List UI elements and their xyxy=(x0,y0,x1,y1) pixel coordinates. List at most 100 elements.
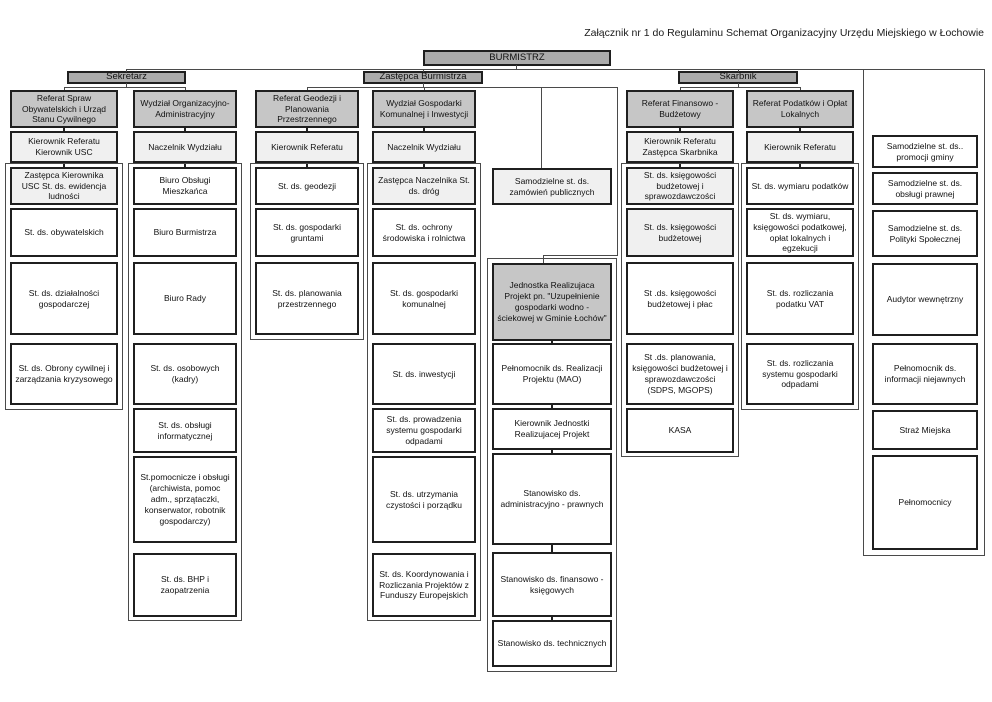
org-node: St. ds. księgowości budżetowej xyxy=(626,208,734,257)
org-node: St. ds. rozliczania podatku VAT xyxy=(746,262,854,335)
org-node: Stanowisko ds. technicznych xyxy=(492,620,612,667)
org-node: Kierownik Referatu xyxy=(746,131,854,163)
connector xyxy=(306,126,308,132)
connector xyxy=(551,448,553,455)
org-node: Naczelnik Wydziału xyxy=(133,131,237,163)
connector xyxy=(551,403,553,410)
org-node: St .ds. planowania, księgowości budżetow… xyxy=(626,343,734,405)
org-node: Kierownik Referatu Kierownik USC xyxy=(10,131,118,163)
org-node: Biuro Rady xyxy=(133,262,237,335)
org-node: St. ds. księgowości budżetowej i sprawoz… xyxy=(626,167,734,205)
connector xyxy=(424,87,425,91)
org-node: St. ds. obsługi informatycznej xyxy=(133,408,237,453)
org-node: Naczelnik Wydziału xyxy=(372,131,476,163)
org-node: Audytor wewnętrzny xyxy=(872,263,978,336)
org-node: Samodzielne st. ds. obsługi prawnej xyxy=(872,172,978,205)
org-node: St. ds. gospodarki komunalnej xyxy=(372,262,476,335)
org-node: St. ds. obywatelskich xyxy=(10,208,118,257)
org-node: St. ds. Koordynowania i Rozliczania Proj… xyxy=(372,553,476,617)
org-node: Pełnomocnicy xyxy=(872,455,978,550)
org-node: Biuro Obsługi Mieszkańca xyxy=(133,167,237,205)
org-node: Samodzielne st. ds.. promocji gminy xyxy=(872,135,978,168)
org-node: St. ds. osobowych (kadry) xyxy=(133,343,237,405)
col-header: Referat Spraw Obywatelskich i Urząd Stan… xyxy=(10,90,118,128)
connector xyxy=(543,255,618,256)
org-node: St .ds. księgowości budżetowej i płac xyxy=(626,262,734,335)
connector xyxy=(799,126,801,132)
org-node: St. ds. wymiaru, księgowości podatkowej,… xyxy=(746,208,854,257)
org-node: Zastępca Kierownika USC St. ds. ewidencj… xyxy=(10,167,118,205)
connector xyxy=(64,87,65,91)
group-frame xyxy=(487,258,617,672)
org-node: Straż Miejska xyxy=(872,410,978,450)
org-node: St.pomocnicze i obsługi (archiwista, pom… xyxy=(133,456,237,543)
connector xyxy=(126,69,864,70)
connector xyxy=(126,83,127,88)
col-header: Wydział Gospodarki Komunalnej i Inwestyc… xyxy=(372,90,476,128)
col-header: Wydział Organizacyjno-Administracyjny xyxy=(133,90,237,128)
org-node: Biuro Burmistrza xyxy=(133,208,237,257)
org-node: Jednostka Realizujaca Projekt pn. "Uzupe… xyxy=(492,263,612,341)
connector xyxy=(307,87,308,91)
connector xyxy=(307,87,618,88)
org-node: St. ds. wymiaru podatków xyxy=(746,167,854,205)
col-header: Referat Podatków i Opłat Lokalnych xyxy=(746,90,854,128)
org-node: St. ds. inwestycji xyxy=(372,343,476,405)
org-node: St. ds. działalności gospodarczej xyxy=(10,262,118,335)
org-node: Kierownik Referatu xyxy=(255,131,359,163)
org-node: St. ds. ochrony środowiska i rolnictwa xyxy=(372,208,476,257)
connector xyxy=(551,339,553,345)
org-node: St. ds. utrzymania czystości i porządku xyxy=(372,456,476,543)
connector xyxy=(64,87,186,88)
group-frame xyxy=(863,69,985,556)
connector xyxy=(617,87,618,256)
col-header: Referat Geodezji i Planowania Przestrzen… xyxy=(255,90,359,128)
org-node: Stanowisko ds. finansowo - księgowych xyxy=(492,552,612,617)
org-node: Pełnomocnik ds. Realizacji Projektu (MAO… xyxy=(492,343,612,405)
group-frame xyxy=(367,163,481,621)
org-node: St. ds. Obrony cywilnej i zarządzania kr… xyxy=(10,343,118,405)
org-node: St. ds. prowadzenia systemu gospodarki o… xyxy=(372,408,476,453)
connector xyxy=(541,87,542,169)
connector xyxy=(738,69,739,72)
org-node: Pełnomocnik ds. informacji niejawnych xyxy=(872,343,978,405)
org-node: Kierownik Jednostki Realizujacej Projekt xyxy=(492,408,612,450)
group-frame xyxy=(128,163,242,621)
org-node: St. ds. BHP i zaopatrzenia xyxy=(133,553,237,617)
org-node: Zastępca Naczelnika St. ds. dróg xyxy=(372,167,476,205)
org-node: Samodzielne st. ds. Polityki Społecznej xyxy=(872,210,978,257)
connector xyxy=(551,615,553,622)
org-node: KASA xyxy=(626,408,734,453)
connector xyxy=(306,161,308,168)
org-node: Samodzielne st. ds. zamówień publicznych xyxy=(492,168,612,205)
group-frame xyxy=(741,163,859,410)
connector xyxy=(423,161,425,168)
connector xyxy=(516,65,517,70)
connector xyxy=(423,126,425,132)
connector xyxy=(800,87,801,91)
col-header: Referat Finansowo - Budżetowy xyxy=(626,90,734,128)
connector xyxy=(184,126,186,132)
org-node: St. ds. geodezji xyxy=(255,167,359,205)
connector xyxy=(63,161,65,168)
connector xyxy=(63,126,65,132)
group-frame xyxy=(250,163,364,340)
connector xyxy=(679,161,681,168)
connector xyxy=(423,83,424,88)
connector xyxy=(184,161,186,168)
group-frame xyxy=(5,163,123,410)
org-node: Kierownik Referatu Zastępca Skarbnika xyxy=(626,131,734,163)
connector xyxy=(680,87,681,91)
connector xyxy=(126,69,127,72)
org-node: St. ds. planowania przestrzennego xyxy=(255,262,359,335)
org-node: Stanowisko ds. administracyjno - prawnyc… xyxy=(492,453,612,545)
group-frame xyxy=(621,163,739,457)
connector xyxy=(423,69,424,72)
connector xyxy=(679,126,681,132)
connector xyxy=(543,255,544,264)
document-annotation: Załącznik nr 1 do Regulaminu Schemat Org… xyxy=(584,27,984,39)
connector xyxy=(680,87,801,88)
connector xyxy=(738,83,739,88)
connector xyxy=(185,87,186,91)
connector xyxy=(551,543,553,554)
